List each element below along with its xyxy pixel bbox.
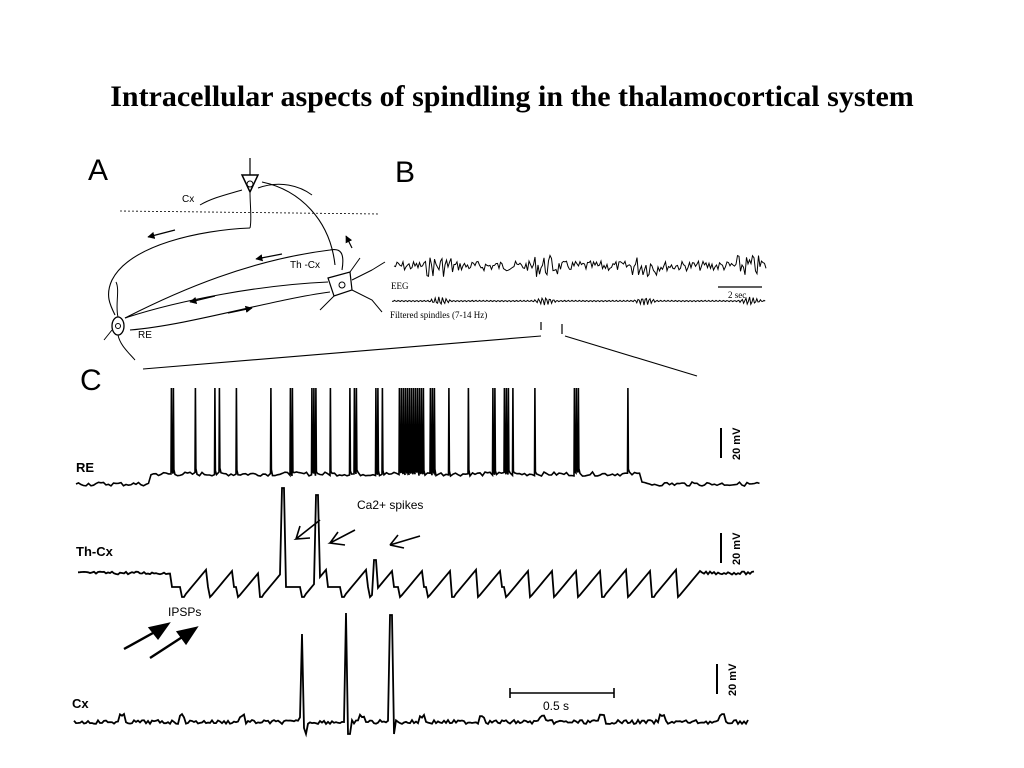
cx-to-thcx-axon xyxy=(261,181,336,266)
direction-arrow xyxy=(189,295,216,304)
ipsp-arrowhead xyxy=(147,622,171,640)
thcx-trace-label: Th-Cx xyxy=(76,544,114,559)
ca-spike-arrow xyxy=(327,529,356,546)
re-voltage-scale-label: 20 mV xyxy=(731,427,743,460)
panel-a: A Cx Th -Cx xyxy=(88,154,386,361)
ipsps-label: IPSPs xyxy=(168,605,201,619)
panel-b: B EEG 2 sec Filtered spindles (7-14 Hz) xyxy=(142,156,767,377)
re-label: RE xyxy=(138,330,152,341)
direction-arrow xyxy=(227,305,253,314)
ca-spikes-label: Ca2+ spikes xyxy=(357,498,423,512)
direction-arrow xyxy=(147,229,176,239)
cx-neuron xyxy=(199,158,313,229)
zoom-line-left xyxy=(142,335,542,370)
panel-b-letter: B xyxy=(395,156,415,189)
thcx-to-cx-axon xyxy=(124,248,344,319)
panel-c-letter: C xyxy=(80,364,102,397)
filtered-spindles-label: Filtered spindles (7-14 Hz) xyxy=(390,310,487,320)
re-to-thcx-axon xyxy=(129,291,331,331)
panel-a-letter: A xyxy=(88,154,108,187)
cx-label: Cx xyxy=(182,194,194,205)
ipsp-arrowhead xyxy=(175,626,199,646)
panel-c: C RE 20 mV Th-Cx 20 mV Ca2+ spikes IPSPs… xyxy=(72,364,760,738)
thcx-label: Th -Cx xyxy=(290,260,320,271)
zoom-line-right xyxy=(564,335,698,377)
thcx-trace xyxy=(77,487,755,600)
re-neuron xyxy=(103,281,136,361)
zoom-markers xyxy=(540,322,563,334)
eeg-time-scale-label: 2 sec xyxy=(728,290,746,300)
ca-spike-arrow xyxy=(293,519,321,540)
re-trace-label: RE xyxy=(76,460,94,475)
thcx-to-re-axon xyxy=(124,281,329,319)
thcx-voltage-scale-label: 20 mV xyxy=(731,532,743,565)
cx-voltage-scale-label: 20 mV xyxy=(727,663,739,696)
cx-to-re-axon xyxy=(108,227,251,316)
slide-title: Intracellular aspects of spindling in th… xyxy=(110,80,914,113)
cx-trace xyxy=(73,612,749,738)
time-scale-bar xyxy=(509,688,615,698)
direction-arrow xyxy=(345,235,353,249)
ipsp-arrows xyxy=(123,622,199,660)
thcx-neuron xyxy=(319,257,386,313)
time-scale-label: 0.5 s xyxy=(543,699,569,713)
re-trace xyxy=(75,387,760,487)
ca-spike-arrows xyxy=(293,519,421,549)
eeg-label: EEG xyxy=(391,281,409,291)
direction-arrow xyxy=(255,253,283,262)
eeg-trace xyxy=(393,254,767,278)
ca-spike-arrow xyxy=(389,534,421,549)
cx-trace-label: Cx xyxy=(72,696,89,711)
filtered-spindles-trace xyxy=(391,296,766,306)
cortex-boundary-line xyxy=(119,210,381,215)
